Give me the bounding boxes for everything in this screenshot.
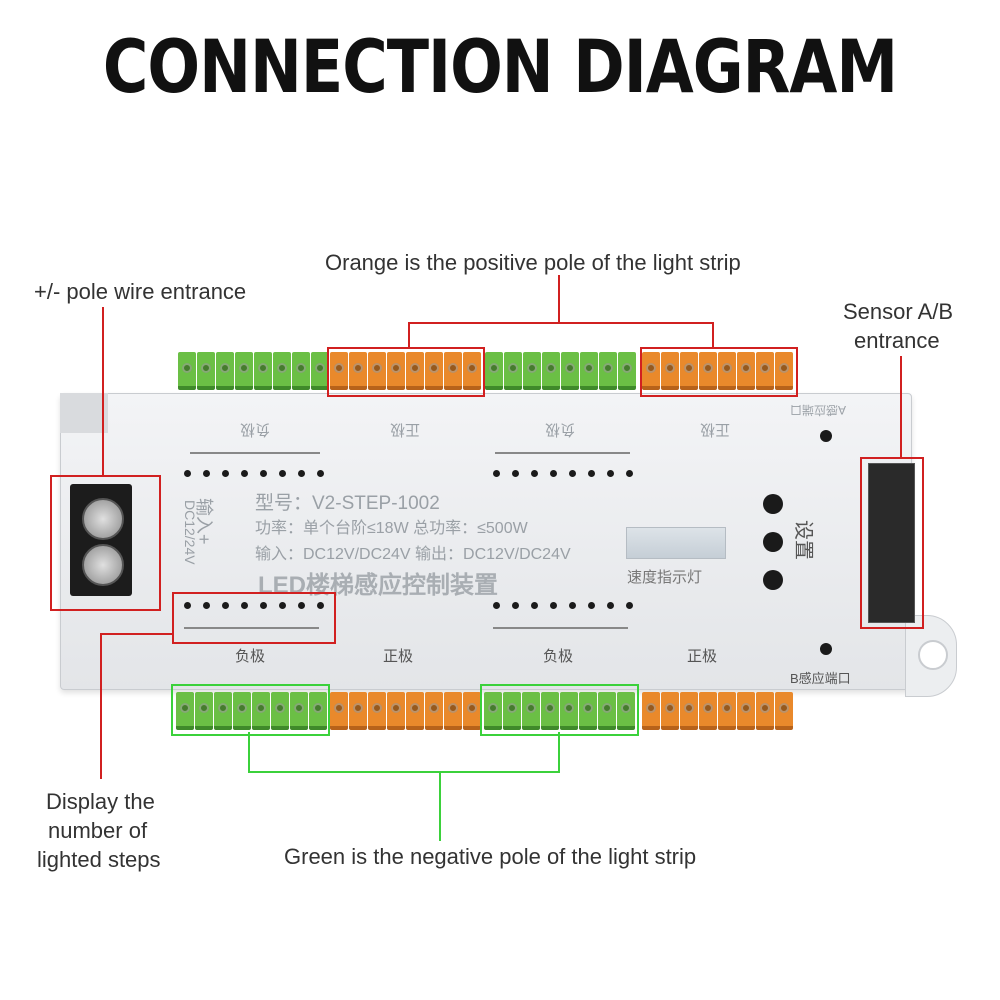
screw-icon — [82, 498, 124, 540]
arrow-right-1 — [184, 627, 319, 629]
callout-line-green-h — [248, 771, 560, 773]
print-sensor-a: A感应端口 — [790, 403, 847, 417]
print-power: 功率：单个台阶≤18W 总功率：≤500W — [255, 520, 528, 537]
sensor-port[interactable] — [868, 463, 915, 623]
terminal-bottom-positive-2[interactable] — [642, 692, 794, 730]
terminal-top-negative-2[interactable] — [485, 352, 637, 390]
button-down[interactable] — [763, 570, 783, 590]
print-io: 输入：DC12V/DC24V 输出：DC12V/DC24V — [255, 546, 571, 563]
terminal-bottom-positive-1[interactable] — [330, 692, 482, 730]
label-sensor-1: Sensor A/B — [843, 299, 954, 324]
print-bot-pos-2: 正极 — [687, 648, 718, 665]
led-row-bottom-2 — [493, 602, 633, 609]
callout-line-display-v — [100, 633, 102, 779]
sensor-a-led — [820, 430, 832, 442]
label-green-negative: Green is the negative pole of the light … — [284, 844, 697, 869]
label-display-1: Display the — [46, 789, 155, 814]
led-row-top-2 — [493, 470, 633, 477]
mount-tab — [60, 393, 108, 433]
terminal-top-positive-1[interactable] — [330, 352, 482, 390]
label-orange-positive: Orange is the positive pole of the light… — [325, 250, 741, 275]
callout-line-orange-r — [712, 322, 714, 348]
label-pole-wire: +/- pole wire entrance — [34, 279, 247, 304]
print-bot-neg-1: 负极 — [235, 648, 266, 665]
speed-display — [626, 527, 726, 559]
terminal-bottom-negative-1[interactable] — [176, 692, 328, 730]
print-speed-indicator: 速度指示灯 — [627, 569, 703, 586]
print-top-neg-2: 负极 — [545, 421, 576, 438]
callout-line-display-h — [100, 633, 174, 635]
led-row-top-1 — [184, 470, 324, 477]
arrow-left-2 — [495, 452, 630, 454]
highlight-display-leds — [172, 592, 336, 644]
arrow-right-2 — [493, 627, 628, 629]
mount-hole-icon — [918, 640, 948, 670]
highlight-orange-top-2 — [640, 347, 798, 397]
button-up[interactable] — [763, 494, 783, 514]
highlight-green-bottom-1 — [171, 684, 330, 736]
label-display-2: number of — [48, 818, 148, 843]
terminal-top-positive-2[interactable] — [642, 352, 794, 390]
highlight-orange-top-1 — [327, 347, 485, 397]
print-bot-neg-2: 负极 — [543, 648, 574, 665]
print-settings: 设置 — [792, 520, 814, 560]
callout-line-green-v — [439, 771, 441, 841]
callout-line-green-r — [558, 732, 560, 772]
arrow-left-1 — [190, 452, 320, 454]
highlight-green-bottom-2 — [480, 684, 639, 736]
led-row-bottom-1 — [184, 602, 324, 609]
highlight-sensor — [860, 457, 924, 629]
print-device-name: LED楼梯感应控制装置 — [258, 572, 498, 599]
callout-line-orange-v — [558, 275, 560, 323]
print-top-pos-2: 正极 — [700, 421, 731, 438]
print-sensor-b: B感应端口 — [790, 671, 851, 686]
terminal-bottom-negative-2[interactable] — [484, 692, 636, 730]
callout-line-orange-l — [408, 322, 410, 348]
power-input-block[interactable] — [70, 484, 132, 596]
page-title: CONNECTION DIAGRAM — [102, 23, 898, 110]
callout-line-pole — [102, 307, 104, 475]
print-input-label: 输入+ — [194, 498, 214, 545]
print-bot-pos-1: 正极 — [383, 648, 414, 665]
screw-icon — [82, 544, 124, 586]
print-top-neg-1: 负极 — [240, 421, 271, 438]
print-top-pos-1: 正极 — [390, 421, 421, 438]
button-set[interactable] — [763, 532, 783, 552]
callout-line-green-l — [248, 732, 250, 772]
callout-line-orange-h — [408, 322, 714, 324]
print-model: 型号：V2-STEP-1002 — [255, 493, 440, 514]
highlight-pole-input — [50, 475, 161, 611]
sensor-b-led — [820, 643, 832, 655]
label-sensor-2: entrance — [854, 328, 940, 353]
terminal-top-negative-1[interactable] — [178, 352, 330, 390]
callout-line-sensor — [900, 356, 902, 458]
label-display-3: lighted steps — [37, 847, 161, 872]
